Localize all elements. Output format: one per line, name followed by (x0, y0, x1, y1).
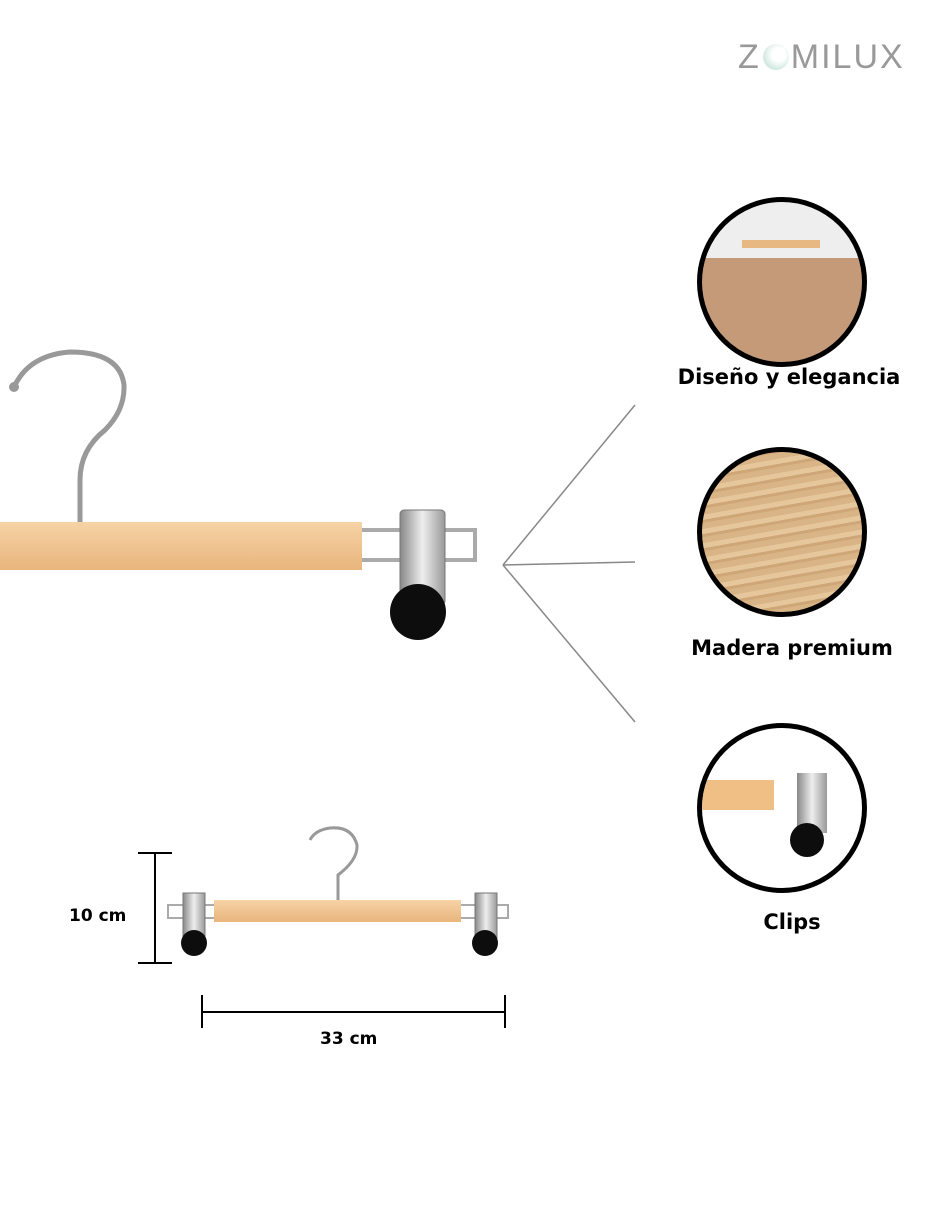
feature-label: Diseño y elegancia (677, 365, 901, 389)
height-dimension: 10 cm (69, 906, 127, 926)
width-dimension: 33 cm (320, 1029, 378, 1049)
feature-label: Madera premium (691, 636, 893, 660)
feature-label: Clips (763, 910, 821, 934)
large-hanger (0, 349, 477, 640)
pointer-arrows (502, 404, 636, 723)
small-hanger (167, 826, 509, 956)
trousers-on-hanger-image (697, 197, 867, 367)
dimension-lines (138, 852, 506, 1028)
wood-texture-image (697, 447, 867, 617)
clip-closeup-image (697, 723, 867, 893)
